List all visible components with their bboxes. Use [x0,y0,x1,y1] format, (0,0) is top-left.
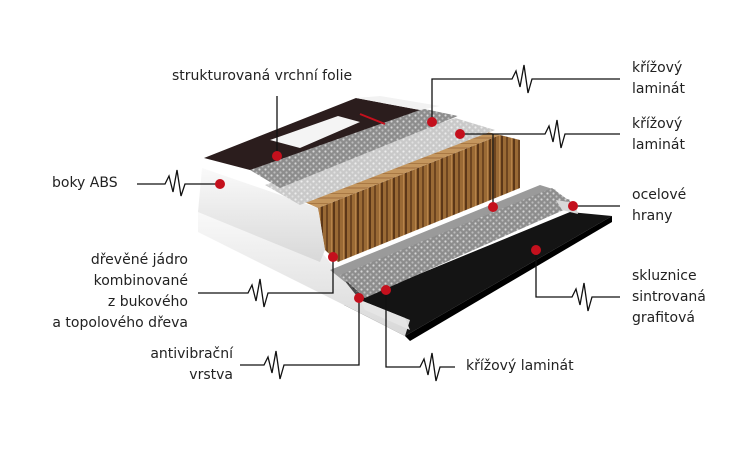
label-cross-laminate-1-line-1: křížový [632,60,683,76]
label-steel-edges-line-1: ocelové [632,187,687,203]
label-abs-text: boky ABS [52,175,118,191]
label-base: skluznice sintrovaná grafitová [632,266,706,329]
marker-steel [568,201,578,211]
top-film-white-strip [356,96,440,110]
marker-cross-2 [455,129,465,139]
leader-abs [137,169,218,197]
label-steel-edges-line-2: hrany [632,208,673,224]
marker-wood [328,252,338,262]
marker-cross-1 [427,117,437,127]
label-cross-laminate-2-line-1: křížový [632,116,683,132]
label-antivibration-line-2: vrstva [189,367,233,383]
label-wood-core: dřevěné jádro kombinované z bukového a t… [52,250,188,334]
abs-side-upper [198,168,325,262]
label-antivibration: antivibrační vrstva [150,344,233,386]
marker-antivibration [354,293,364,303]
label-cross-laminate-1: křížový laminát [632,58,685,100]
label-antivibration-line-1: antivibrační [150,346,233,362]
label-steel-edges: ocelové hrany [632,185,686,227]
label-wood-core-line-1: dřevěné jádro [90,252,188,268]
leader-base [535,252,620,312]
label-base-line-3: grafitová [632,310,695,326]
label-top-film-text: strukturovaná vrchní folie [172,68,353,84]
label-cross-laminate-bottom: křížový laminát [466,356,574,377]
top-film-red-stripe [359,113,386,125]
marker-base [531,245,541,255]
markers [215,117,578,303]
leader-cross-bottom [385,290,455,382]
wood-core-top [300,128,500,208]
label-wood-core-line-2: kombinované [93,273,188,289]
leader-lines [137,64,620,382]
leader-antivibration [240,298,360,380]
label-wood-core-line-3: z bukového [107,294,188,310]
marker-cross-2-lower [488,202,498,212]
steel-edge-left [360,300,410,330]
cross-laminate-top [250,108,458,188]
label-cross-laminate-bottom-text: křížový laminát [466,358,574,374]
base-layer [344,212,612,336]
marker-abs [215,179,225,189]
abs-side-lower [198,210,410,336]
label-wood-core-line-4: a topolového dřeva [52,315,188,331]
label-top-film: strukturovaná vrchní folie [172,66,352,87]
label-base-line-1: skluznice [632,268,697,284]
marker-top-film [272,151,282,161]
label-abs: boky ABS [52,173,118,194]
marker-cross-bottom [381,285,391,295]
base-side [405,216,612,341]
leader-cross-2 [460,119,620,149]
top-film-white-graphic [270,116,360,148]
leader-wood [198,257,334,308]
label-cross-laminate-2-line-2: laminát [632,137,685,153]
label-cross-laminate-1-line-2: laminát [632,81,685,97]
label-cross-laminate-2: křížový laminát [632,114,685,156]
wood-core-front [318,135,520,262]
cross-laminate-lower [340,188,575,298]
label-base-line-2: sintrovaná [632,289,706,305]
cross-laminate-upper [265,118,495,205]
leader-cross-1 [431,64,620,122]
